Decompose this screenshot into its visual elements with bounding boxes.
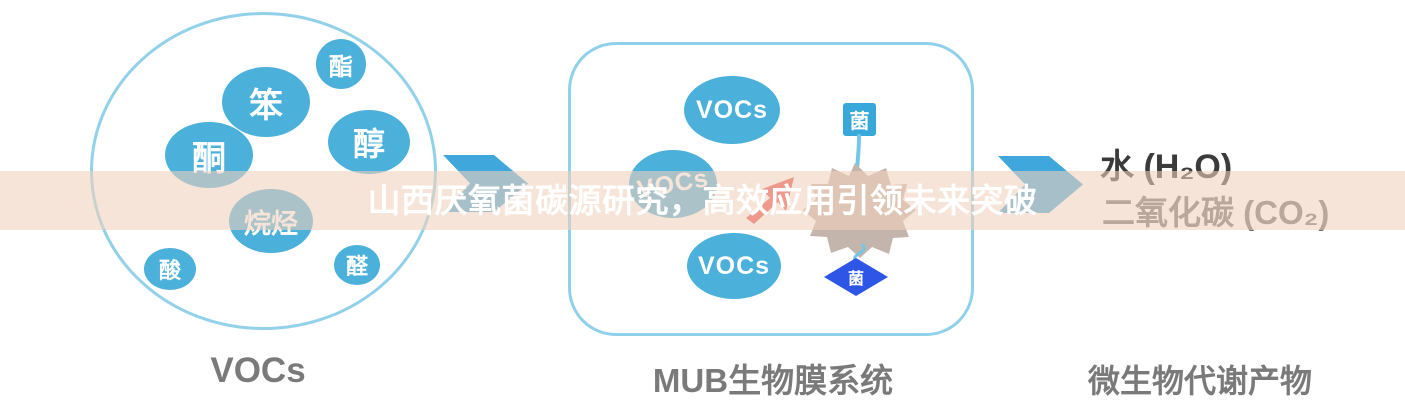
voc-component-bubble-ester: 酯 [316,39,366,89]
caption-metabolic-products: 微生物代谢产物 [1087,363,1312,399]
bubble-label: 酸 [158,258,181,283]
voc-component-bubble-acid: 酸 [144,248,196,290]
vocs-ellipse: VOCs [687,233,781,299]
voc-component-bubble-benzene: 笨 [222,67,310,137]
vocs-ellipse-label: VOCs [695,95,769,124]
bacteria-square-badge: 菌 [843,103,876,136]
vocs-ellipse-label: VOCs [697,251,771,280]
bubble-label: 笨 [249,86,283,125]
bubble-label: 醛 [345,254,368,279]
bubble-label: 酯 [329,53,353,81]
bacteria-diamond-label: 菌 [847,271,864,288]
vocs-ellipse: VOCs [684,76,780,144]
bubble-label: 醇 [352,126,385,162]
headline-banner-title: 山西厌氧菌碳源研究，高效应用引领未来突破 [367,182,1038,219]
voc-component-bubble-alcohol: 醇 [328,110,410,174]
bacteria-square-label: 菌 [849,111,870,133]
caption-biofilm-system: MUB生物膜系统 [652,362,894,399]
headline-banner-overlay [0,171,1405,230]
voc-component-bubble-aldehyde: 醛 [334,245,380,285]
caption-vocs: VOCs [210,351,306,390]
